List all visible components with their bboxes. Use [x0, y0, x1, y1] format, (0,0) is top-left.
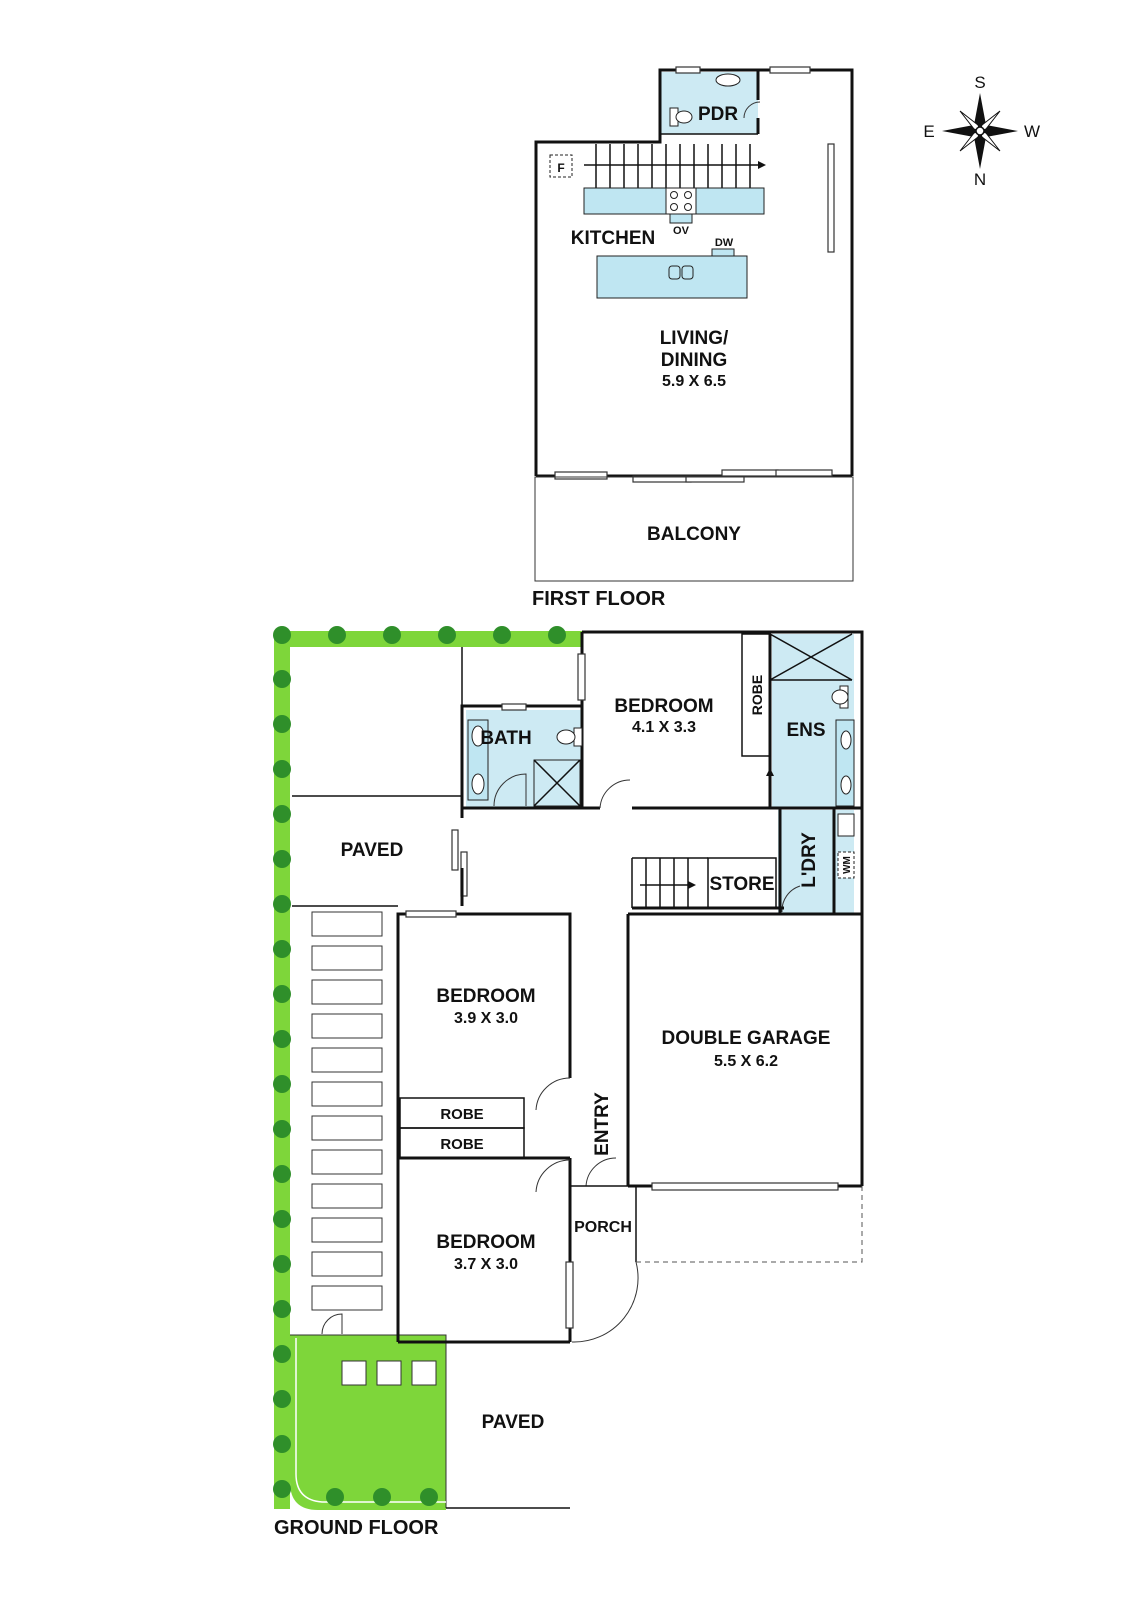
pdr-window: [675, 66, 701, 74]
ground-floor-heading: GROUND FLOOR: [274, 1517, 439, 1539]
bedroom2-label: BEDROOM: [436, 986, 535, 1007]
fridge-label: F: [557, 161, 564, 175]
robe-ens-label: ROBE: [749, 675, 765, 715]
bedroom3-size: 3.7 X 3.0: [454, 1256, 518, 1273]
compass-south: S: [974, 73, 985, 92]
bedroom1-size: 4.1 X 3.3: [632, 719, 696, 736]
courtyard-door-1: [451, 829, 459, 871]
stepping-stone: [411, 1360, 437, 1386]
toilet-icon: [675, 110, 693, 124]
hedge-top: [274, 631, 582, 647]
robe2-label: ROBE: [440, 1136, 483, 1153]
store-room: [707, 857, 777, 909]
balcony-door-3: [721, 469, 779, 477]
bedroom1-label: BEDROOM: [614, 696, 713, 717]
basin-icon: [715, 73, 741, 87]
first-floor-heading: FIRST FLOOR: [532, 588, 666, 610]
driveway-outline: [636, 1186, 863, 1263]
bath-label: BATH: [480, 728, 531, 749]
washing-machine: [837, 851, 855, 879]
compass-east: E: [923, 122, 934, 141]
compass-rose: [942, 93, 1018, 169]
garden-bed: [290, 1335, 446, 1510]
kitchen-label: KITCHEN: [571, 228, 655, 249]
balcony-door-4: [775, 469, 833, 477]
compass-west: W: [1024, 122, 1040, 141]
ground-floor-outer-wall: [582, 630, 864, 1186]
side-path-pavers: [311, 911, 383, 1335]
side-window: [827, 143, 835, 253]
shower: [533, 759, 581, 807]
stepping-stone: [376, 1360, 402, 1386]
bedroom3-window: [565, 1261, 574, 1329]
laundry-label: L'DRY: [799, 832, 820, 888]
first-floor-stairs: [584, 144, 766, 188]
garage-size: 5.5 X 6.2: [714, 1053, 778, 1070]
kitchen-island: [596, 255, 748, 299]
hedge-left: [274, 631, 290, 1509]
living-label-1: LIVING/: [660, 328, 729, 349]
bath-window: [501, 703, 527, 711]
garage-door: [651, 1182, 839, 1191]
compass-north: N: [974, 170, 986, 189]
pdr-label: PDR: [698, 104, 738, 125]
paved-top-label: PAVED: [341, 840, 404, 861]
garage-label: DOUBLE GARAGE: [662, 1028, 831, 1049]
hedge-trees: [273, 626, 566, 1506]
oven-icon: [669, 213, 693, 224]
stepping-stone: [341, 1360, 367, 1386]
bedroom2-window: [405, 910, 457, 918]
first-floor-outer-wall: [534, 68, 854, 476]
bedroom2-size: 3.9 X 3.0: [454, 1010, 518, 1027]
balcony-window-1: [554, 471, 608, 480]
bedroom3-label: BEDROOM: [436, 1232, 535, 1253]
dishwasher-label: DW: [715, 237, 734, 249]
first-floor: PDR F OV KITCHEN: [532, 66, 854, 610]
entry-label: ENTRY: [592, 1092, 613, 1156]
sink-icon: [668, 265, 681, 280]
cooktop-icon: [665, 187, 697, 215]
ensuite-label: ENS: [786, 720, 825, 741]
living-label-2: DINING: [661, 350, 728, 371]
bedroom1-window: [577, 653, 586, 701]
store-label: STORE: [709, 874, 774, 895]
balcony-outline: [534, 476, 854, 582]
stair-window: [769, 66, 811, 74]
fridge-icon: [549, 154, 573, 178]
balcony-door-2: [685, 475, 745, 483]
paved-bottom-label: PAVED: [482, 1412, 545, 1433]
compass-icon: [974, 93, 986, 131]
ground-floor-stairs: [631, 857, 708, 908]
porch-label: PORCH: [574, 1219, 632, 1236]
ground-floor: BATH BEDROOM 4.1 X 3.3 ROBE ENS PAVED WM…: [273, 626, 864, 1539]
living-size: 5.9 X 6.5: [662, 373, 726, 390]
toilet-icon: [556, 729, 576, 745]
toilet-icon: [831, 689, 849, 705]
robe-ens: [741, 633, 771, 757]
robe1-label: ROBE: [440, 1106, 483, 1123]
oven-label: OV: [673, 225, 690, 237]
wm-label: WM: [842, 856, 853, 874]
balcony-label: BALCONY: [647, 524, 741, 545]
